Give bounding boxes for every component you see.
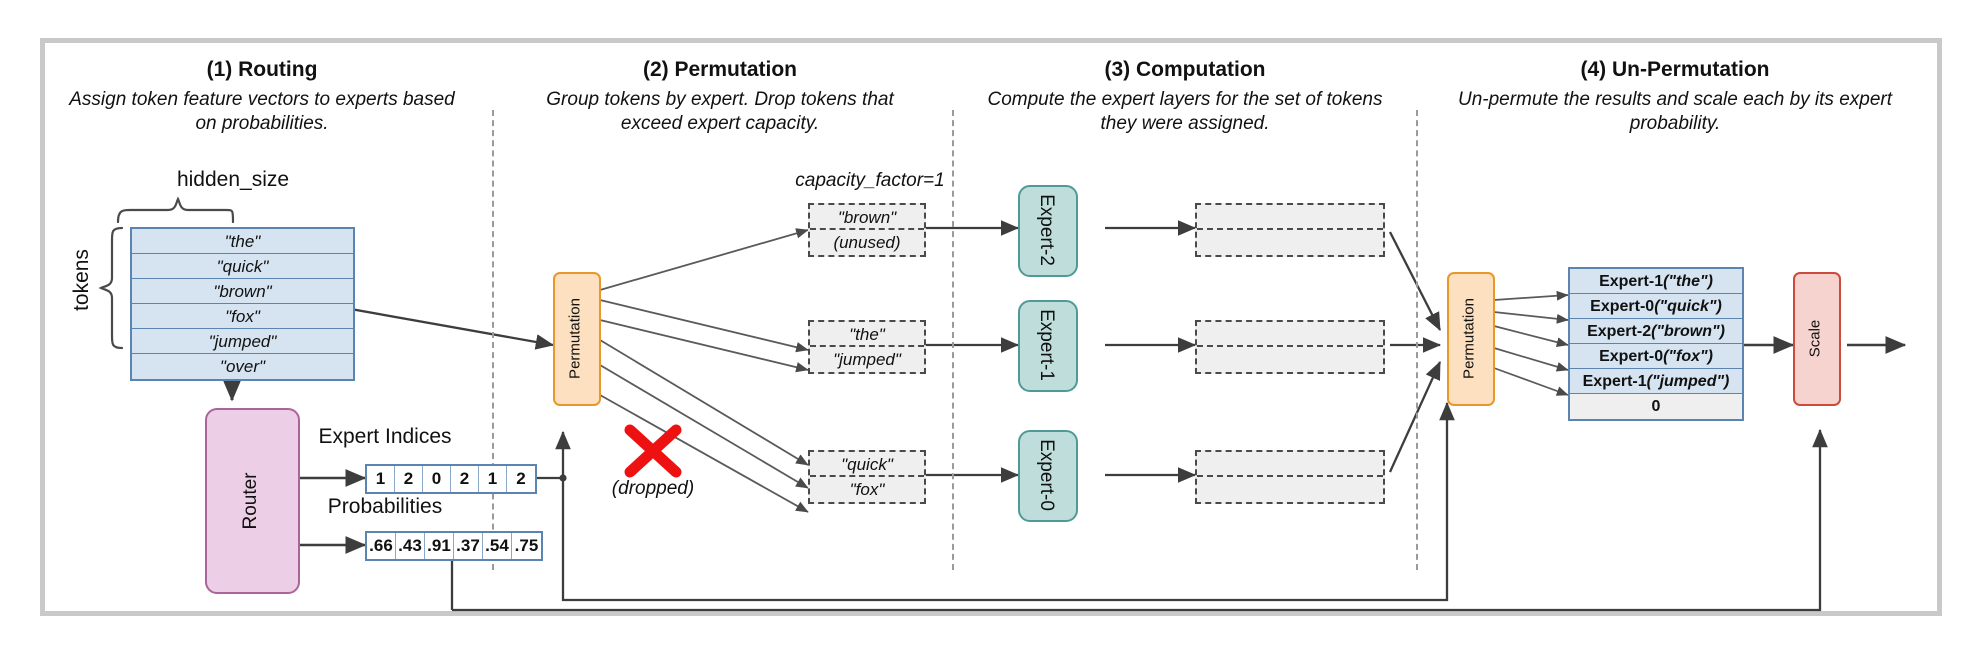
token-matrix: "the" "quick" "brown" "fox" "jumped" "ov… [130, 227, 355, 381]
probability-cell: .54 [483, 533, 512, 559]
result-token: ("brown") [1651, 323, 1725, 340]
token-row: "brown" [132, 279, 353, 304]
buffer-row: "quick" [810, 452, 924, 477]
output-row [1197, 452, 1383, 477]
expert-buffer: "brown" (unused) [808, 203, 926, 257]
output-row [1197, 477, 1383, 502]
result-expert: Expert-0 [1590, 298, 1655, 315]
probabilities-array: .66 .43 .91 .37 .54 .75 [365, 531, 543, 561]
expert-index-cell: 2 [507, 466, 535, 492]
tokens-label: tokens [70, 230, 94, 330]
result-row: Expert-1("jumped") [1570, 369, 1742, 394]
probability-cell: .75 [512, 533, 541, 559]
probability-cell: .66 [367, 533, 396, 559]
expert-block-2-label: Expert-2 [1036, 194, 1057, 266]
section-subtitle-routing: Assign token feature vectors to experts … [69, 89, 455, 135]
tokens-label-text: tokens [70, 249, 93, 311]
section-separator-1 [492, 110, 494, 570]
output-row [1197, 205, 1383, 230]
router-label: Router [240, 472, 261, 530]
buffer-row: "fox" [849, 480, 885, 499]
expert-index-cell: 2 [451, 466, 479, 492]
permutation-block-label: Permutation [566, 298, 584, 379]
section-title-unpermutation: (4) Un-Permutation [1580, 58, 1770, 81]
section-separator-2 [952, 110, 954, 570]
expert-output-buffer [1195, 320, 1385, 374]
expert-output-buffer [1195, 450, 1385, 504]
result-row: Expert-0("fox") [1570, 344, 1742, 369]
expert-block-0-label: Expert-0 [1036, 439, 1057, 511]
section-separator-3 [1416, 110, 1418, 570]
section-title-routing: (1) Routing [206, 58, 318, 81]
result-token: ("the") [1663, 273, 1713, 290]
buffer-row: "jumped" [833, 350, 901, 369]
section-title-computation: (3) Computation [1104, 58, 1266, 81]
scale-block[interactable] [1793, 272, 1841, 406]
output-row [1197, 230, 1383, 255]
expert-block-2[interactable] [1018, 185, 1078, 277]
section-subtitle-unpermutation: Un-permute the results and scale each by… [1457, 89, 1893, 135]
section-subtitle-computation: Compute the expert layers for the set of… [987, 89, 1383, 135]
section-subtitle-permutation: Group tokens by expert. Drop tokens that… [546, 89, 894, 135]
result-token: ("fox") [1663, 348, 1713, 365]
probabilities-label: Probabilities [327, 495, 443, 518]
probability-cell: .91 [425, 533, 454, 559]
token-row: "quick" [132, 254, 353, 279]
probability-cell: .37 [454, 533, 483, 559]
result-table: Expert-1("the") Expert-0("quick") Expert… [1568, 267, 1744, 421]
result-row: Expert-1("the") [1570, 269, 1742, 294]
expert-block-1-label: Expert-1 [1036, 309, 1057, 381]
router-block[interactable] [205, 408, 300, 594]
expert-output-buffer [1195, 203, 1385, 257]
expert-index-cell: 0 [423, 466, 451, 492]
result-token: ("quick") [1654, 298, 1722, 315]
dropped-label: (dropped) [611, 478, 695, 499]
result-expert: 0 [1651, 398, 1661, 415]
section-title-permutation: (2) Permutation [642, 58, 797, 81]
unpermutation-block-label: Permutation [1460, 298, 1478, 379]
result-expert: Expert-0 [1599, 348, 1664, 365]
hidden-size-label: hidden_size [176, 168, 290, 191]
output-row [1197, 347, 1383, 372]
token-row: "over" [132, 354, 353, 379]
expert-index-cell: 1 [479, 466, 507, 492]
result-token: ("jumped") [1646, 373, 1730, 390]
expert-indices-array: 1 2 0 2 1 2 [365, 464, 537, 494]
token-row: "jumped" [132, 329, 353, 354]
buffer-row: (unused) [833, 233, 901, 252]
result-row: Expert-0("quick") [1570, 294, 1742, 319]
output-row [1197, 322, 1383, 347]
expert-index-cell: 1 [367, 466, 395, 492]
expert-index-cell: 2 [395, 466, 423, 492]
expert-block-1[interactable] [1018, 300, 1078, 392]
token-row: "fox" [132, 304, 353, 329]
result-expert: Expert-1 [1582, 373, 1647, 390]
buffer-row: "brown" [810, 205, 924, 230]
expert-buffer: "quick" "fox" [808, 450, 926, 504]
token-row: "the" [132, 229, 353, 254]
result-row: 0 [1570, 394, 1742, 419]
result-row: Expert-2("brown") [1570, 319, 1742, 344]
expert-buffer: "the" "jumped" [808, 320, 926, 374]
result-expert: Expert-1 [1599, 273, 1664, 290]
result-expert: Expert-2 [1587, 323, 1652, 340]
buffer-row: "the" [810, 322, 924, 347]
probability-cell: .43 [396, 533, 425, 559]
unpermutation-block[interactable] [1447, 272, 1495, 406]
permutation-block[interactable] [553, 272, 601, 406]
capacity-factor-label: capacity_factor=1 [795, 170, 945, 191]
expert-indices-label: Expert Indices [318, 425, 452, 448]
scale-block-label: Scale [1806, 319, 1824, 358]
expert-block-0[interactable] [1018, 430, 1078, 522]
